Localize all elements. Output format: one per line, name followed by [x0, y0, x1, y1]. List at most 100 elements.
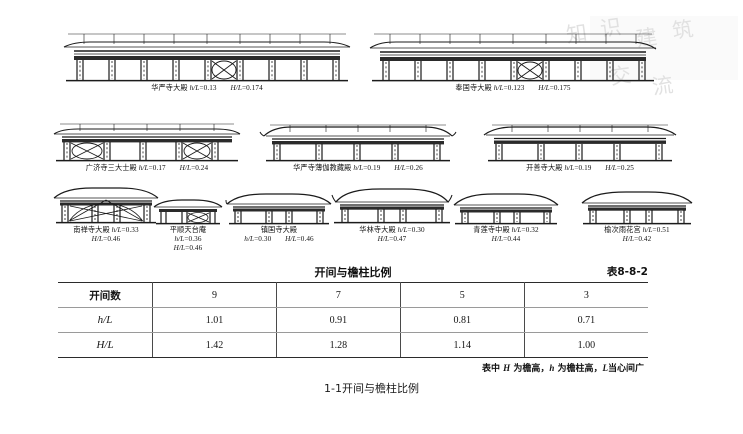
H-ratio-label: H/L — [605, 164, 617, 172]
building-elevation-svg — [578, 190, 696, 226]
figure-caption-line-2: H/L=0.46 — [52, 235, 160, 244]
h-ratio-value: =0.30 — [407, 226, 425, 234]
figure-kaishansi-dadian: 开善寺大殿 h/L=0.19 H/L=0.25 — [480, 122, 680, 173]
H-ratio-value: =0.25 — [616, 164, 634, 172]
table-cell: 1.01 — [152, 307, 277, 333]
table-cell: 1.28 — [275, 332, 401, 358]
elevation-drawing — [52, 122, 242, 164]
h-ratio-value: =0.13 — [199, 84, 217, 92]
figure-name: 开善寺大殿 — [526, 164, 563, 172]
table-cell: 0.81 — [399, 307, 525, 333]
figure-caption: 榆次雨花宫 h/L=0.51 H/L=0.42 — [578, 226, 696, 244]
h-ratio-value: =0.19 — [574, 164, 592, 172]
h-ratio-value: =0.33 — [121, 226, 139, 234]
table-title: 开间与檐柱比例 — [314, 266, 392, 279]
figure-guangjisi-sandashidian: 广济寺三大士殿 h/L=0.17 H/L=0.24 — [52, 122, 242, 173]
page-bottom-caption: 1-1开间与檐柱比例 — [324, 382, 419, 395]
figure-row-1: 华严寺大殿 h/L=0.13 H/L=0.174 — [0, 32, 743, 106]
h-ratio-value: =0.36 — [184, 235, 202, 243]
note-symbol-L: L — [602, 363, 608, 373]
figure-row-3: 南禅寺大殿 h/L=0.33 H/L=0.46 — [0, 186, 743, 252]
H-ratio-value: =0.46 — [103, 235, 121, 243]
note-prefix: 表中 — [482, 364, 504, 374]
h-ratio-label: h/L — [493, 84, 504, 92]
figure-caption: 平顺天台庵 h/L=0.36 H/L=0.46 — [152, 226, 224, 253]
figure-caption-line-2: H/L=0.44 — [450, 235, 562, 244]
H-ratio-label: H/L — [179, 164, 192, 172]
h-ratio-label: h/L — [564, 164, 575, 172]
H-ratio-label: H/L — [230, 84, 242, 92]
h-ratio-value: =0.30 — [254, 235, 272, 243]
building-elevation-svg — [450, 192, 562, 226]
h-ratio-value: =0.19 — [363, 164, 381, 172]
elevation-drawing — [52, 186, 160, 226]
h-ratio-label: h/L — [511, 226, 522, 234]
figure-qingliansi-zhongdian: 青莲寺中殿 h/L=0.32 H/L=0.44 — [450, 192, 562, 244]
H-ratio-value: =0.174 — [241, 84, 263, 92]
H-ratio-value: =0.24 — [191, 164, 209, 172]
H-ratio-value: =0.175 — [549, 84, 571, 92]
figure-caption-line-1: 平顺天台庵 — [152, 226, 224, 235]
H-ratio-value: =0.47 — [389, 235, 407, 243]
figure-caption-line-2: H/L=0.47 — [330, 235, 454, 244]
figure-yuci-yuhuagong: 榆次雨花宫 h/L=0.51 H/L=0.42 — [578, 190, 696, 244]
figure-huayansi-bojiajiaozangdian: 华严寺薄伽教藏殿 h/L=0.19 H/L=0.26 — [258, 122, 458, 173]
note-suffix: 当心间广 — [607, 364, 644, 374]
figure-row-2: 广济寺三大士殿 h/L=0.17 H/L=0.24 — [0, 122, 743, 176]
figure-name: 平顺天台庵 — [169, 226, 207, 234]
elevation-drawing — [578, 190, 696, 226]
H-ratio-label: H/L — [377, 235, 390, 243]
table-cell: 1.42 — [152, 332, 277, 358]
building-elevation-svg — [152, 198, 224, 226]
H-ratio-label: H/L — [285, 235, 297, 243]
elevation-drawing — [62, 32, 352, 84]
H-ratio-label: H/L — [622, 235, 635, 243]
elevation-drawing — [224, 192, 334, 226]
H-ratio-value: =0.46 — [185, 244, 203, 252]
note-mid-2: 为檐柱高， — [554, 364, 603, 374]
figure-caption-line-2: H/L=0.42 — [578, 235, 696, 244]
figure-name: 南禅寺大殿 — [73, 226, 110, 234]
H-ratio-value: =0.42 — [634, 235, 652, 243]
figure-caption: 广济寺三大士殿 h/L=0.17 H/L=0.24 — [52, 164, 242, 173]
figure-caption-line-2: h/L=0.36 — [152, 235, 224, 244]
figure-name: 华林寺大殿 — [359, 226, 396, 234]
building-elevation-svg — [52, 186, 160, 226]
figure-caption: 青莲寺中殿 h/L=0.32 H/L=0.44 — [450, 226, 562, 244]
figure-name: 华严寺大殿 — [151, 84, 188, 92]
figure-pingshun-tiantaian: 平顺天台庵 h/L=0.36 H/L=0.46 — [152, 198, 224, 253]
H-ratio-label: H/L — [491, 235, 504, 243]
h-ratio-label: h/L — [244, 235, 255, 243]
figure-name: 榆次雨花宫 — [604, 226, 641, 234]
H-ratio-label: H/L — [538, 84, 550, 92]
figure-fengguosi-dadian: 奉国寺大殿 h/L=0.123 H/L=0.175 — [368, 32, 658, 93]
building-elevation-svg — [224, 192, 334, 226]
building-elevation-svg — [52, 122, 242, 164]
building-elevation-svg — [368, 32, 658, 84]
figure-hualinsi-dadian: 华林寺大殿 h/L=0.30 H/L=0.47 — [330, 188, 454, 244]
figure-nanchansi-dadian: 南禅寺大殿 h/L=0.33 H/L=0.46 — [52, 186, 160, 244]
figure-zhenguosi-dadian: 镇国寺大殿 h/L=0.30 H/L=0.46 — [224, 192, 334, 244]
table-row: H/L 1.42 1.28 1.14 1.00 — [58, 332, 648, 358]
H-ratio-label: H/L — [91, 235, 104, 243]
table-cell: 5 — [399, 282, 525, 308]
figure-caption-line-1: 榆次雨花宫 h/L=0.51 — [578, 226, 696, 235]
figure-caption: 开善寺大殿 h/L=0.19 H/L=0.25 — [480, 164, 680, 173]
table-cell: 1.14 — [399, 332, 525, 358]
figure-caption: 镇国寺大殿 h/L=0.30 H/L=0.46 — [224, 226, 334, 244]
H-ratio-label: H/L — [394, 164, 406, 172]
h-ratio-label: h/L — [174, 235, 185, 243]
figure-caption-line-1: 华林寺大殿 h/L=0.30 — [330, 226, 454, 235]
figure-caption: 华林寺大殿 h/L=0.30 H/L=0.47 — [330, 226, 454, 244]
h-ratio-label: h/L — [397, 226, 408, 234]
figure-caption-line-1: 南禅寺大殿 h/L=0.33 — [52, 226, 160, 235]
table-row: h/L 1.01 0.91 0.81 0.71 — [58, 307, 648, 333]
note-symbol-H: H — [503, 363, 511, 373]
note-symbol-h: h — [549, 363, 555, 373]
table-row-header: 开间数 — [58, 282, 153, 308]
h-ratio-label: h/L — [111, 226, 122, 234]
figure-name: 华严寺薄伽教藏殿 — [293, 164, 352, 172]
figure-caption-line-1: 青莲寺中殿 h/L=0.32 — [450, 226, 562, 235]
table-cell: 3 — [523, 282, 648, 308]
figure-caption: 华严寺薄伽教藏殿 h/L=0.19 H/L=0.26 — [258, 164, 458, 173]
